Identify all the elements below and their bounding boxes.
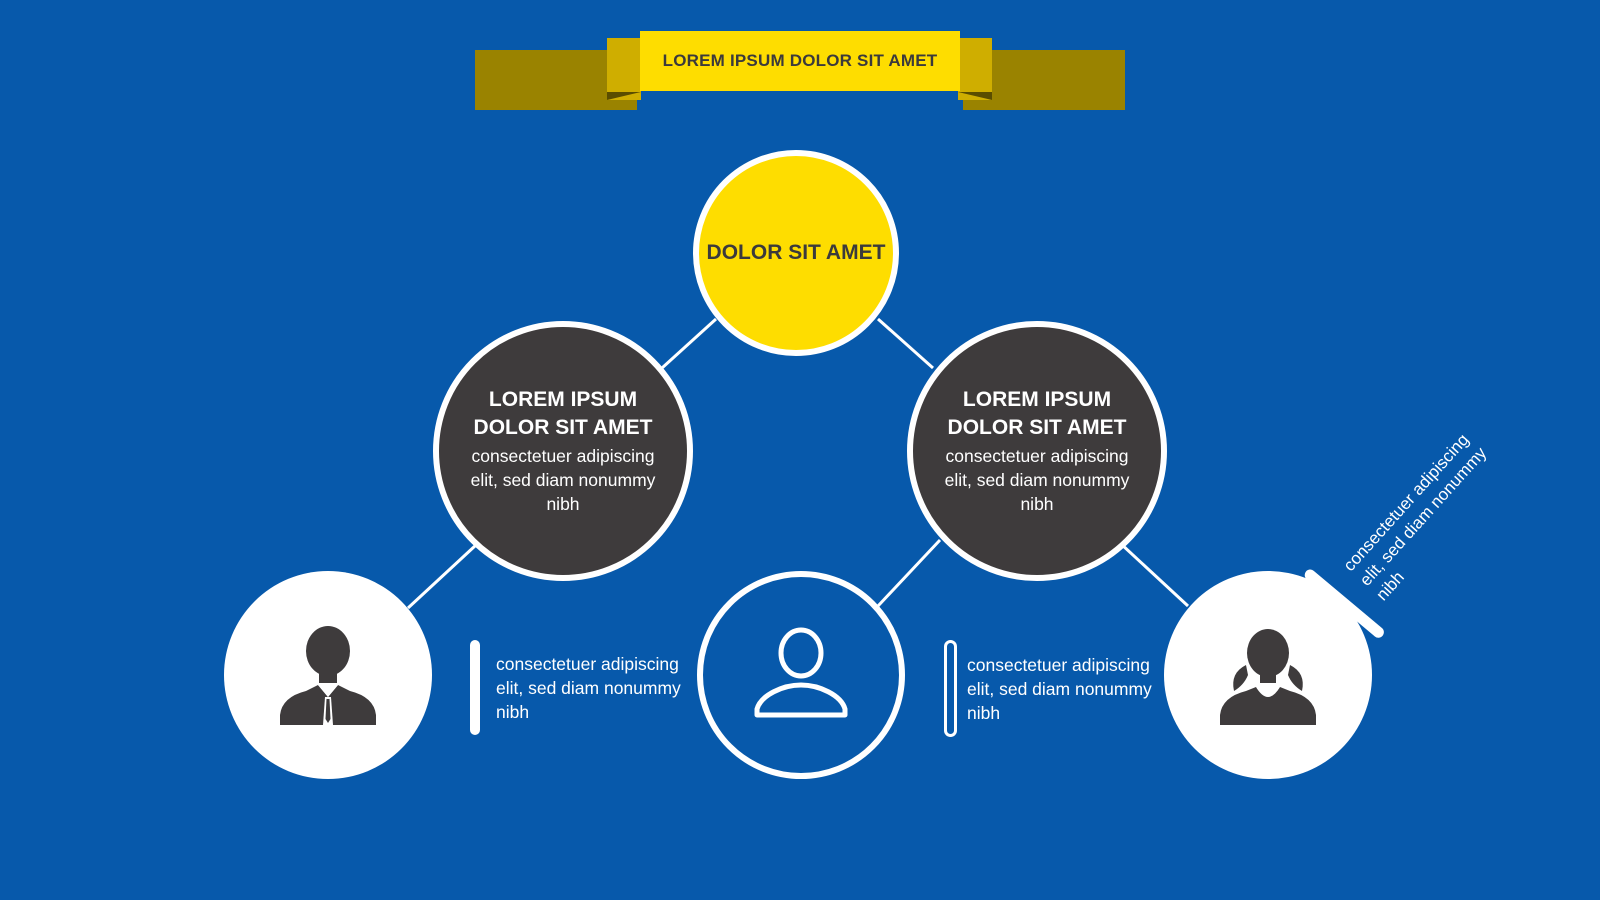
- connector-top-left: [660, 317, 718, 370]
- left-node: LOREM IPSUM DOLOR SIT AMET consectetuer …: [433, 321, 693, 581]
- ribbon-left-fold: [607, 38, 641, 100]
- right-node-title: LOREM IPSUM DOLOR SIT AMET: [947, 388, 1127, 439]
- right-node: LOREM IPSUM DOLOR SIT AMET consectetuer …: [907, 321, 1167, 581]
- ribbon-right-fold: [958, 38, 992, 100]
- user-outline-icon: [754, 627, 848, 718]
- businessman-node: [224, 571, 432, 779]
- top-node: DOLOR SIT AMET: [693, 150, 899, 356]
- left-note-bar: [470, 640, 480, 735]
- connector-top-right: [877, 317, 934, 370]
- left-note: consectetuer adipiscing elit, sed diam n…: [496, 654, 681, 722]
- businesswoman-icon: [1220, 629, 1316, 725]
- ribbon-right-shadow: [958, 92, 992, 100]
- banner-title: LOREM IPSUM DOLOR SIT AMET: [640, 31, 960, 91]
- connector-left-down: [406, 543, 478, 610]
- right-node-body: consectetuer adipiscing elit, sed diam n…: [944, 446, 1130, 514]
- ribbon-left-shadow: [607, 92, 641, 100]
- middle-note: consectetuer adipiscing elit, sed diam n…: [967, 655, 1152, 723]
- user-node: [697, 571, 905, 779]
- connector-right-middle: [876, 538, 942, 608]
- businessman-icon: [280, 626, 376, 725]
- top-node-label: DOLOR SIT AMET: [706, 241, 886, 264]
- middle-note-bar: [944, 640, 957, 737]
- left-node-body: consectetuer adipiscing elit, sed diam n…: [470, 446, 656, 514]
- left-node-title: LOREM IPSUM DOLOR SIT AMET: [473, 388, 653, 439]
- connector-right-right: [1118, 541, 1190, 608]
